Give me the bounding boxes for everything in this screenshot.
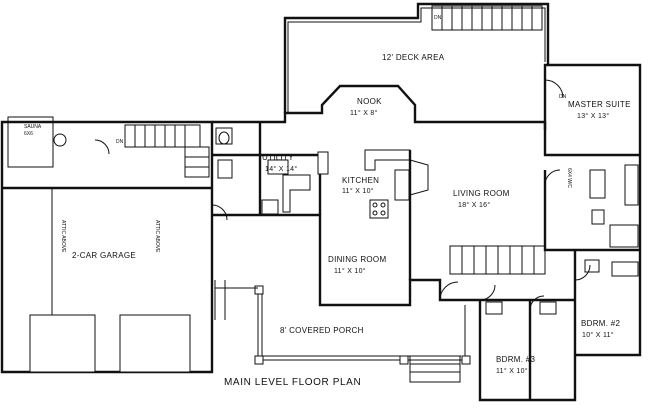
attic-above-right: ATTIC ABOVE xyxy=(154,220,160,253)
utility-dims: 14° X 14° xyxy=(265,165,297,173)
garage-label: 2-CAR GARAGE xyxy=(72,251,136,260)
bath-fixtures xyxy=(53,127,289,215)
nook-dims: 11° X 8° xyxy=(350,109,378,117)
nook-label: NOOK xyxy=(357,97,382,106)
sauna-dims: 6X6 xyxy=(24,131,33,137)
bdrm2-label: BDRM. #2 xyxy=(581,319,621,328)
dn-top: DN xyxy=(434,15,442,21)
dn-master: DN xyxy=(559,94,567,100)
house-walls xyxy=(0,63,642,402)
deck-stairs xyxy=(431,5,543,31)
deck-label: 12' DECK AREA xyxy=(382,53,445,62)
plan-title: MAIN LEVEL FLOOR PLAN xyxy=(224,377,361,388)
bdrm2-dims: 10° X 11° xyxy=(582,331,614,339)
garage-stairs xyxy=(124,124,210,178)
living-stairs xyxy=(449,245,546,275)
dining-room-dims: 11° X 10° xyxy=(334,267,366,275)
master-suite-label: MASTER SUITE xyxy=(568,100,631,109)
deck-area xyxy=(283,2,550,113)
bdrm3-dims: 11° X 10° xyxy=(496,367,528,375)
kitchen-label: KITCHEN xyxy=(342,176,379,185)
wic-label: 6X4 W/C xyxy=(566,168,572,188)
kitchen-fixtures xyxy=(282,149,411,219)
dining-room-label: DINING ROOM xyxy=(328,255,386,264)
covered-porch xyxy=(214,280,471,383)
master-suite-dims: 13° X 13° xyxy=(577,112,609,120)
living-room-dims: 18° X 16° xyxy=(458,201,490,209)
sauna-label: SAUNA xyxy=(24,124,42,130)
bdrm3-label: BDRM. #3 xyxy=(496,355,536,364)
room-labels: 12' DECK AREA NOOK 11° X 8° MASTER SUITE… xyxy=(24,15,631,388)
kitchen-dims: 11° X 10° xyxy=(342,187,374,195)
dn-garage: DN xyxy=(116,139,124,145)
porch-label: 8' COVERED PORCH xyxy=(280,326,364,335)
door-swings xyxy=(94,79,591,311)
living-room-label: LIVING ROOM xyxy=(453,189,510,198)
fireplace xyxy=(409,159,429,196)
attic-above-left: ATTIC ABOVE xyxy=(60,220,66,253)
utility-label: UTILITY xyxy=(262,153,294,162)
master-bath-fixtures xyxy=(485,164,639,315)
